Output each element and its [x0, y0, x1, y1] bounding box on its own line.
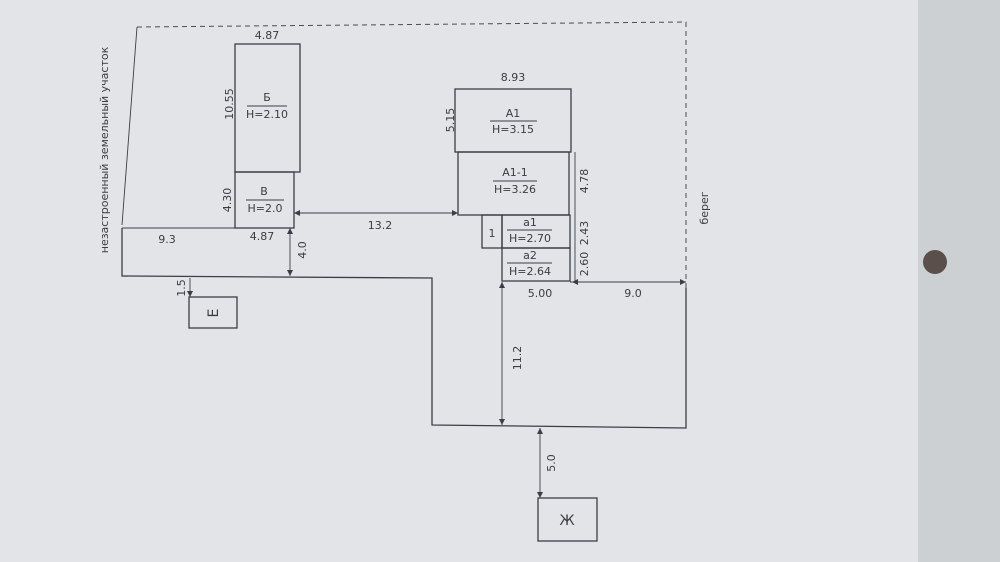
- background-wall: [918, 0, 1000, 562]
- dim-a2-right: 2.60: [578, 252, 591, 277]
- box-zh-label: Ж: [559, 513, 574, 529]
- dim-a-right: 2.43: [578, 221, 591, 246]
- right-side-text: берег: [698, 191, 711, 224]
- dim-v-bottom: 4.87: [250, 230, 275, 243]
- box-ye-label: Е: [206, 309, 222, 318]
- box-1: [481, 214, 503, 249]
- building-a1-1-name: А1-1: [502, 166, 528, 179]
- dim-gap: 4.0: [296, 241, 309, 259]
- dim-vert: 11.2: [511, 346, 524, 371]
- building-a1-name: А1: [506, 107, 521, 120]
- box-zh: [537, 497, 598, 542]
- dim-left-width: 9.3: [158, 233, 176, 246]
- dim-a2-bottom: 5.00: [528, 287, 553, 300]
- dim-right: 9.0: [624, 287, 642, 300]
- boundary-left-line: [121, 26, 138, 226]
- dim-b-left: 10.55: [223, 88, 236, 120]
- boundary-dashed-line: [136, 21, 687, 288]
- building-a-2-name: а2: [523, 249, 537, 262]
- dim-zh: 5.0: [545, 454, 558, 472]
- building-a-2-height: H=2.64: [509, 265, 551, 278]
- building-b-height: H=2.10: [246, 108, 288, 121]
- dim-plot-offset: 1.5: [175, 279, 188, 297]
- dim-a1-left: 5.15: [444, 108, 457, 133]
- box-ye: [188, 296, 238, 329]
- building-b-name: Б: [263, 91, 271, 104]
- left-side-text: незастроенный земельный участок: [98, 46, 111, 253]
- dim-a1-top: 8.93: [501, 71, 526, 84]
- box-1-label: 1: [489, 227, 496, 240]
- dim-b-top: 4.87: [255, 29, 280, 42]
- fraction-lines: [246, 105, 552, 264]
- building-v-name: В: [260, 185, 268, 198]
- dim-a1-1-right: 4.78: [578, 169, 591, 194]
- pin-icon: [923, 250, 947, 274]
- dim-mid: 13.2: [368, 219, 393, 232]
- building-a-2: [501, 247, 571, 282]
- building-a-1-height: H=2.70: [509, 232, 551, 245]
- building-v-height: H=2.0: [248, 202, 283, 215]
- plot-outline: [121, 228, 687, 429]
- paper-sheet: [0, 0, 918, 562]
- building-a1-height: H=3.15: [492, 123, 534, 136]
- dimension-lines: [187, 152, 686, 498]
- building-a1-1-height: H=3.26: [494, 183, 536, 196]
- building-a-1-name: а1: [523, 216, 537, 229]
- dim-v-left: 4.30: [221, 188, 234, 213]
